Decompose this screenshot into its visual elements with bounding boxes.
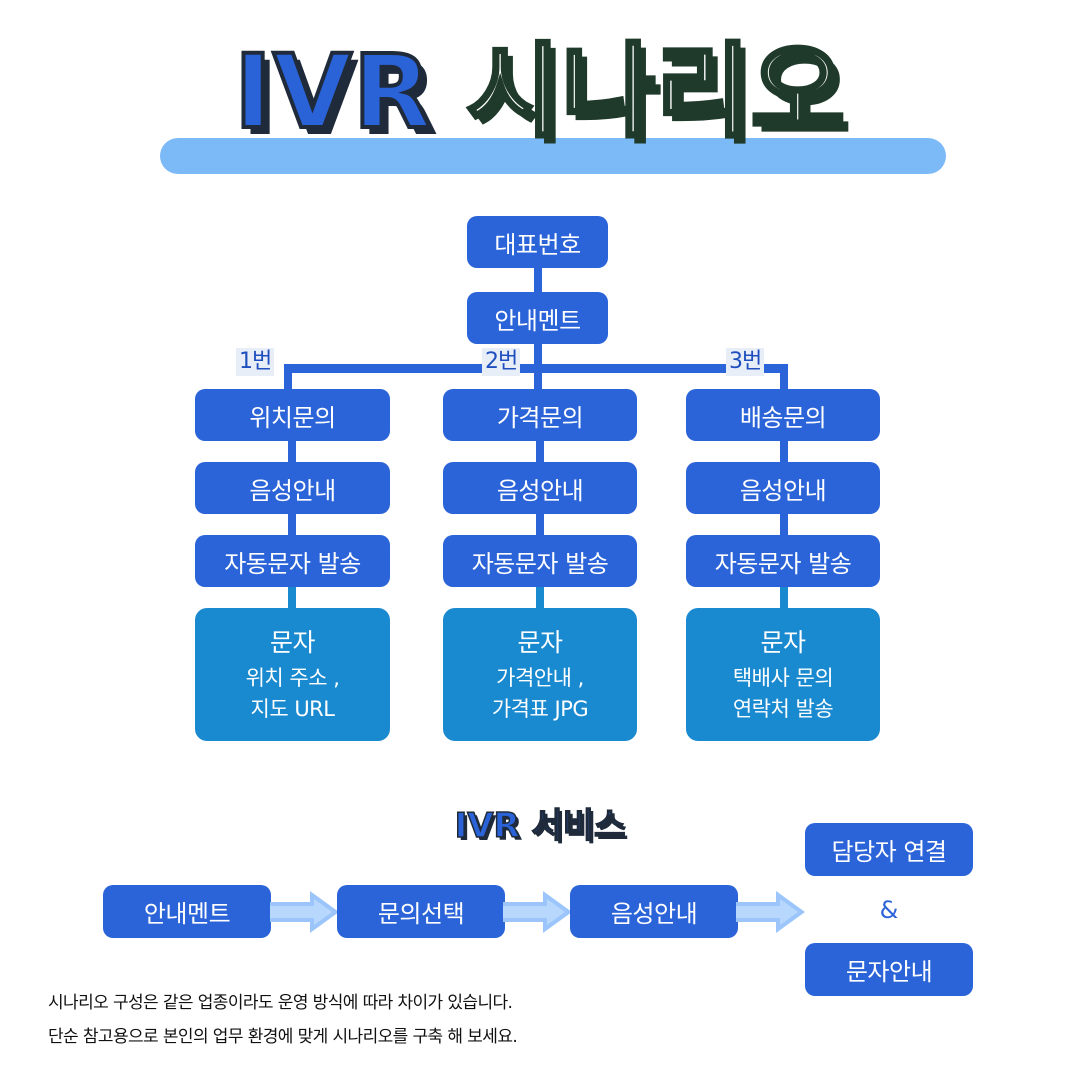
service-arrow-2-icon [503,891,572,933]
branch-3-sms: 자동문자 발송 [686,535,880,587]
footnote-line-2: 단순 참고용으로 본인의 업무 환경에 맞게 시나리오를 구축 해 보세요. [48,1027,518,1047]
branch-2-inquiry: 가격문의 [443,389,637,441]
connector-branch-2-a [536,440,544,462]
connector-branch-3-a [780,440,788,462]
connector-branch-1-top [284,364,292,390]
service-step-select: 문의선택 [337,885,505,938]
connector-branch-1-a [288,440,296,462]
branch-2-result-line-1: 가격안내 , [496,666,584,691]
connector-branch-3-top [780,364,788,390]
branch-2-result-line-2: 가격표 JPG [491,696,589,721]
page-title-ivr: IVR [232,33,433,152]
branch-3-result-line-2: 연락처 발송 [732,696,834,721]
connector-branch-1-c [288,586,296,610]
branch-label-3: 3번 [726,348,765,376]
page-title-scenario: 시나리오 [465,33,847,152]
root-node: 대표번호 [467,216,608,268]
service-step-voice: 음성안내 [570,885,738,938]
connector-branch-2-b [536,514,544,536]
title-underline-bar [160,138,946,174]
branch-2-result-heading: 문자 [517,627,563,657]
connector-branch-1-b [288,514,296,536]
connector-horizontal-bus [284,364,788,373]
service-title: IVR 서비스 [454,805,626,847]
branch-label-1: 1번 [236,348,275,376]
branch-1-result-line-1: 위치 주소 , [245,666,340,691]
footnote-line-1: 시나리오 구성은 같은 업종이라도 운영 방식에 따라 차이가 있습니다. [48,993,513,1013]
branch-2-result: 문자 가격안내 , 가격표 JPG [443,608,637,741]
connector-branch-3-b [780,514,788,536]
connector-branch-2-c [536,586,544,610]
connector-branch-3-c [780,586,788,610]
branch-3-result: 문자 택배사 문의 연락처 발송 [686,608,880,741]
service-final-ampersand: & [879,896,899,924]
branch-2-sms: 자동문자 발송 [443,535,637,587]
branch-1-result-heading: 문자 [269,627,316,657]
branch-1-inquiry: 위치문의 [195,389,390,441]
branch-3-result-heading: 문자 [760,627,806,657]
connector-root-intro [534,268,542,294]
service-final-connect: 담당자 연결 [805,823,973,876]
branch-1-sms: 자동문자 발송 [195,535,390,587]
service-final-sms: 문자안내 [805,943,973,996]
intro-node: 안내멘트 [467,292,608,344]
service-arrow-1-icon [270,891,339,933]
service-step-intro: 안내멘트 [103,885,271,938]
service-arrow-3-icon [736,891,805,933]
branch-3-voice: 음성안내 [686,462,880,514]
branch-3-result-line-1: 택배사 문의 [732,666,834,691]
branch-2-voice: 음성안내 [443,462,637,514]
branch-label-2: 2번 [482,348,521,376]
branch-1-result: 문자 위치 주소 , 지도 URL [195,608,390,741]
branch-1-result-line-2: 지도 URL [250,696,335,721]
branch-3-inquiry: 배송문의 [686,389,880,441]
branch-1-voice: 음성안내 [195,462,390,514]
